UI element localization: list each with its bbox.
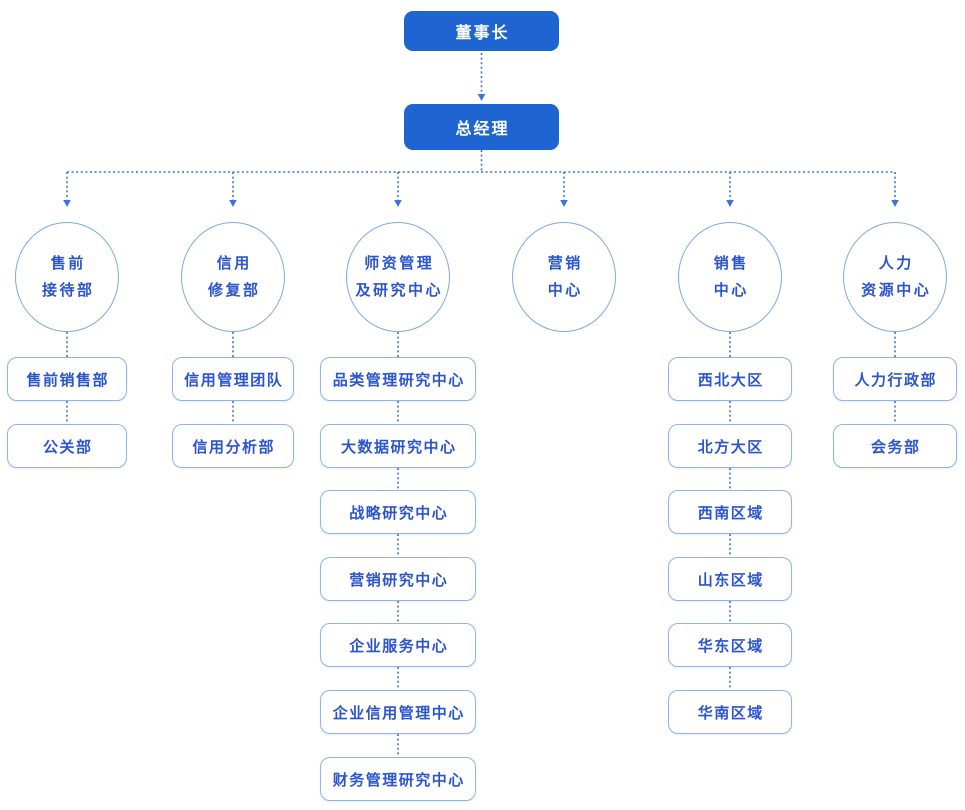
node-east-china-area: 华东区域 <box>668 623 792 667</box>
node-chairman-label: 董事长 <box>455 25 510 42</box>
connector-arrowheads <box>63 94 899 207</box>
node-marketing-research-center: 营销研究中心 <box>320 557 476 601</box>
dept-circle-sales-center: 销售 中心 <box>678 222 782 332</box>
node-shandong-area: 山东区域 <box>668 557 792 601</box>
leaf-label: 公关部 <box>42 438 93 456</box>
dept-label-line: 售前 <box>50 255 86 272</box>
dept-circle-hr-center: 人力 资源中心 <box>843 222 947 332</box>
leaf-label: 财务管理研究中心 <box>332 771 465 789</box>
node-conference-affairs-dept: 会务部 <box>833 424 957 468</box>
dept-circle-faculty-research: 师资管理 及研究中心 <box>346 222 450 332</box>
leaf-label: 西南区域 <box>697 504 764 522</box>
node-bigdata-research-center: 大数据研究中心 <box>320 424 476 468</box>
dept-label-line: 接待部 <box>41 282 95 299</box>
node-south-china-area: 华南区域 <box>668 690 792 734</box>
dept-label-line: 营销 <box>547 255 583 272</box>
dept-label-line: 资源中心 <box>861 282 932 299</box>
dept-label-line: 销售 <box>713 255 749 272</box>
leaf-label: 山东区域 <box>697 571 764 589</box>
leaf-label: 西北大区 <box>697 371 764 389</box>
node-presales-sales-dept: 售前销售部 <box>7 357 127 401</box>
dept-label-line: 师资管理 <box>364 255 435 272</box>
dept-label-line: 及研究中心 <box>355 282 443 299</box>
dept-label-line: 人力 <box>878 255 914 272</box>
node-north-region: 北方大区 <box>668 424 792 468</box>
dept-circle-marketing-center: 营销 中心 <box>512 222 616 332</box>
leaf-label: 北方大区 <box>697 438 764 456</box>
dept-label-line: 修复部 <box>207 282 261 299</box>
leaf-label: 企业服务中心 <box>349 637 449 655</box>
leaf-label: 华南区域 <box>697 704 764 722</box>
leaf-label: 大数据研究中心 <box>340 438 457 456</box>
leaf-label: 品类管理研究中心 <box>332 371 465 389</box>
leaf-label: 华东区域 <box>697 637 764 655</box>
node-credit-analysis-dept: 信用分析部 <box>172 424 294 468</box>
node-general-manager-label: 总经理 <box>455 121 510 138</box>
node-northwest-region: 西北大区 <box>668 357 792 401</box>
node-enterprise-service-center: 企业服务中心 <box>320 623 476 667</box>
dept-label-line: 中心 <box>713 282 749 299</box>
node-chairman: 董事长 <box>404 11 559 51</box>
node-credit-management-team: 信用管理团队 <box>172 357 294 401</box>
leaf-label: 会务部 <box>870 438 921 456</box>
node-enterprise-credit-center: 企业信用管理中心 <box>320 690 476 734</box>
leaf-label: 售前销售部 <box>26 371 109 389</box>
dotted-connectors <box>66 53 896 757</box>
node-category-research-center: 品类管理研究中心 <box>320 357 476 401</box>
node-general-manager: 总经理 <box>404 104 559 150</box>
dept-label-line: 信用 <box>216 255 252 272</box>
dept-circle-credit-repair: 信用 修复部 <box>181 222 285 332</box>
leaf-label: 战略研究中心 <box>349 504 449 522</box>
node-hr-admin-dept: 人力行政部 <box>833 357 957 401</box>
dept-circle-presales-reception: 售前 接待部 <box>15 222 119 332</box>
leaf-label: 信用分析部 <box>192 438 275 456</box>
node-public-relations-dept: 公关部 <box>7 424 127 468</box>
node-finance-research-center: 财务管理研究中心 <box>320 757 476 801</box>
leaf-label: 信用管理团队 <box>184 371 284 389</box>
leaf-label: 人力行政部 <box>854 371 937 389</box>
dept-label-line: 中心 <box>547 282 583 299</box>
leaf-label: 企业信用管理中心 <box>332 704 465 722</box>
node-strategy-research-center: 战略研究中心 <box>320 490 476 534</box>
node-southwest-area: 西南区域 <box>668 490 792 534</box>
leaf-label: 营销研究中心 <box>349 571 449 589</box>
